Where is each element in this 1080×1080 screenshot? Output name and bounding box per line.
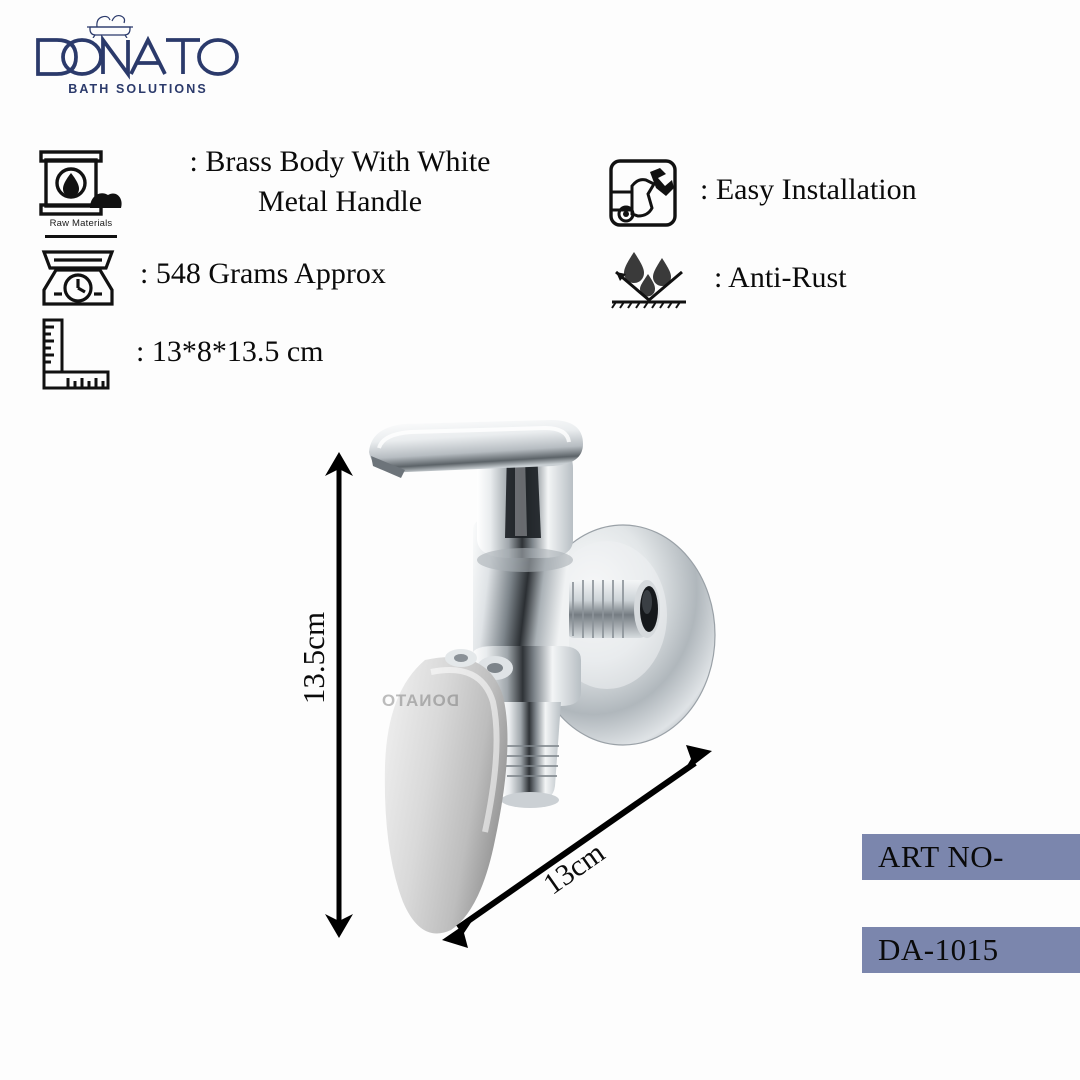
height-dimension-label: 13.5cm [296, 611, 332, 705]
depth-dimension-arrow [442, 745, 712, 948]
product-image-angle-valve: DONATO [369, 420, 716, 934]
bathtub-icon [87, 14, 133, 38]
art-no-label-badge: ART NO- [862, 834, 1080, 880]
spec-row-anti-rust: : Anti-Rust [608, 248, 847, 310]
spec-row-dimensions: : 13*8*13.5 cm [38, 318, 324, 390]
height-dimension-arrow [325, 452, 353, 938]
spec-row-easy-installation: : Easy Installation [608, 158, 917, 228]
hand-wrench-icon [609, 159, 677, 227]
spec-value-dimensions: : 13*8*13.5 cm [136, 335, 324, 368]
brand-logo: BATH SOLUTIONS [28, 12, 248, 102]
spec-row-raw-materials: Raw Materials : Brass Body With White Me… [38, 145, 540, 238]
raw-materials-barrel-icon [39, 150, 122, 216]
spec-value-easy-installation: : Easy Installation [700, 173, 917, 206]
art-no-value-badge: DA-1015 [862, 927, 1080, 973]
raw-materials-caption: Raw Materials [49, 218, 113, 229]
water-repellent-icon [611, 252, 686, 309]
spec-row-weight: : 548 Grams Approx [38, 248, 386, 310]
spec-value-anti-rust: : Anti-Rust [714, 261, 847, 294]
raw-materials-underline [45, 235, 117, 238]
ruler-icon [42, 318, 110, 390]
raw-materials-icon-group: Raw Materials [38, 146, 124, 238]
brand-wordmark [36, 34, 239, 80]
spec-value-weight: : 548 Grams Approx [140, 257, 386, 290]
spec-value-raw-materials: : Brass Body With White Metal Handle [189, 145, 491, 218]
weighing-scale-icon [41, 250, 115, 306]
svg-text:DONATO: DONATO [381, 691, 459, 710]
brand-tagline: BATH SOLUTIONS [68, 82, 208, 96]
